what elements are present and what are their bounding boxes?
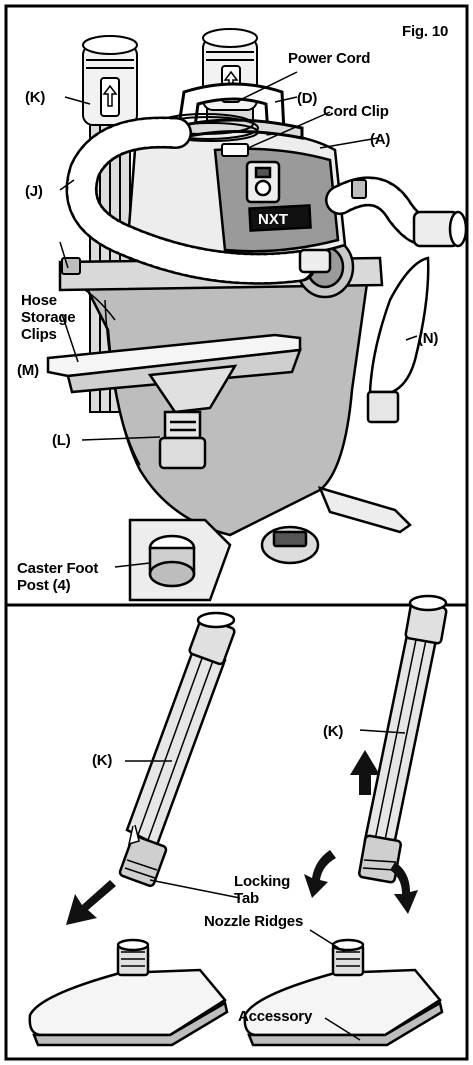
arrow-rotate-right-icon: [390, 862, 418, 914]
arrow-up-icon: [350, 750, 380, 795]
label-hose-storage-1: Hose: [21, 292, 57, 309]
arrow-rotate-left-icon: [304, 850, 336, 898]
arrow-down-left-icon: [66, 880, 116, 925]
label-m: (M): [17, 362, 39, 379]
cord-clip: [221, 143, 249, 157]
caster-feet: [128, 486, 412, 602]
label-hose-storage-2: Storage: [21, 309, 76, 326]
label-caster-foot-2: Post (4): [17, 577, 71, 594]
label-a: (A): [370, 131, 391, 148]
label-k-left: (K): [92, 752, 113, 769]
label-hose-storage-3: Clips: [21, 326, 57, 343]
leader-lines-bottom: [125, 729, 406, 1041]
label-l: (L): [52, 432, 71, 449]
drain-cap: [260, 525, 320, 565]
label-d: (D): [297, 90, 318, 107]
label-cord-clip: Cord Clip: [323, 103, 389, 120]
label-locking-tab-2: Tab: [234, 890, 259, 907]
crevice-tool: [366, 256, 430, 424]
extension-wand-left: [118, 611, 236, 888]
powerhead: NXT: [126, 126, 347, 264]
label-accessory: Accessory: [238, 1008, 313, 1025]
extension-wand-right: [358, 594, 448, 884]
label-nozzle-ridges: Nozzle Ridges: [204, 913, 304, 930]
leader-lines-top: [59, 71, 418, 568]
hose-end-fitting: [298, 210, 468, 274]
label-k-top: (K): [25, 89, 46, 106]
label-k-right: (K): [323, 723, 344, 740]
label-j: (J): [25, 183, 43, 200]
label-power-cord: Power Cord: [288, 50, 371, 67]
floor-nozzle-left: [28, 938, 229, 1047]
label-caster-foot-1: Caster Foot: [17, 560, 99, 577]
svg-text:NXT: NXT: [258, 211, 288, 228]
label-n: (N): [418, 330, 439, 347]
floor-nozzle-accessory: [46, 333, 302, 470]
figure-frame: [4, 4, 469, 1061]
floor-nozzle-right: [243, 938, 444, 1047]
figure-number: Fig. 10: [402, 23, 449, 40]
direction-arrows: [66, 750, 418, 925]
label-locking-tab-1: Locking: [234, 873, 291, 890]
